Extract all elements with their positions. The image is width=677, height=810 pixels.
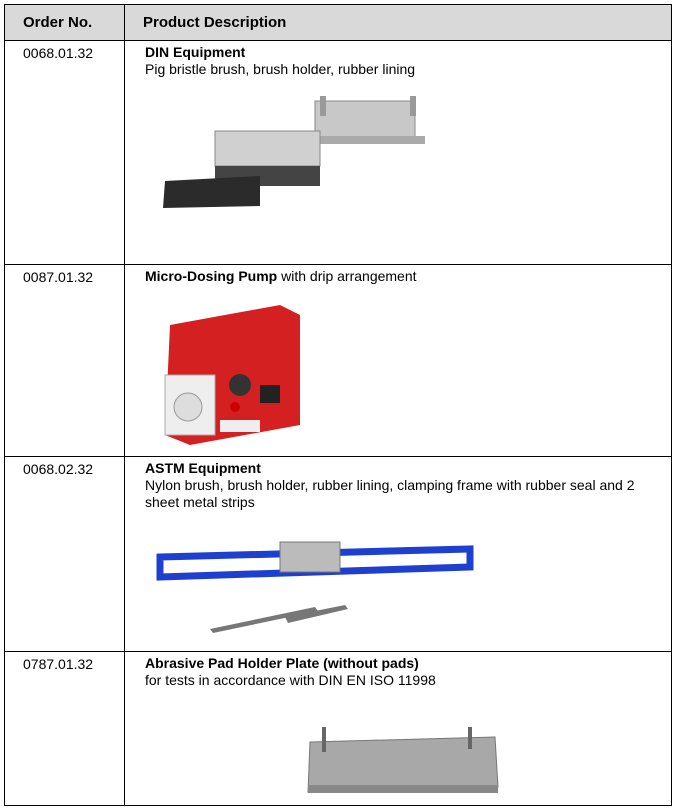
pad-holder-plate-image — [307, 727, 499, 793]
product-table: Order No. Product Description 0068.01.32… — [4, 4, 672, 806]
table-row: 0087.01.32 Micro-Dosing Pump with drip a… — [4, 264, 672, 457]
micro-dosing-pump-image — [164, 305, 300, 445]
product-title: ASTM Equipment — [145, 460, 261, 476]
order-no-cell: 0087.01.32 — [4, 264, 125, 457]
product-title: Abrasive Pad Holder Plate (without pads) — [145, 655, 419, 671]
product-description: for tests in accordance with DIN EN ISO … — [145, 672, 436, 688]
din-equipment-image — [163, 96, 425, 208]
order-no-cell: 0068.02.32 — [4, 456, 125, 652]
header-order-no: Order No. — [4, 4, 125, 41]
table-header: Order No. Product Description — [4, 4, 672, 41]
order-no-cell: 0787.01.32 — [4, 651, 125, 806]
product-title: DIN Equipment — [145, 44, 246, 60]
description-cell: Abrasive Pad Holder Plate (without pads)… — [124, 651, 672, 806]
product-title: Micro-Dosing Pump — [145, 268, 278, 284]
description-cell: Micro-Dosing Pump with drip arrangement — [124, 264, 672, 457]
astm-equipment-image — [156, 541, 474, 633]
table-row: 0787.01.32 Abrasive Pad Holder Plate (wi… — [4, 651, 672, 806]
product-title-suffix: with drip arrangement — [277, 268, 417, 284]
product-description: Nylon brush, brush holder, rubber lining… — [145, 477, 635, 510]
header-description: Product Description — [124, 4, 672, 41]
order-no-cell: 0068.01.32 — [4, 40, 125, 265]
product-description: Pig bristle brush, brush holder, rubber … — [145, 61, 416, 77]
